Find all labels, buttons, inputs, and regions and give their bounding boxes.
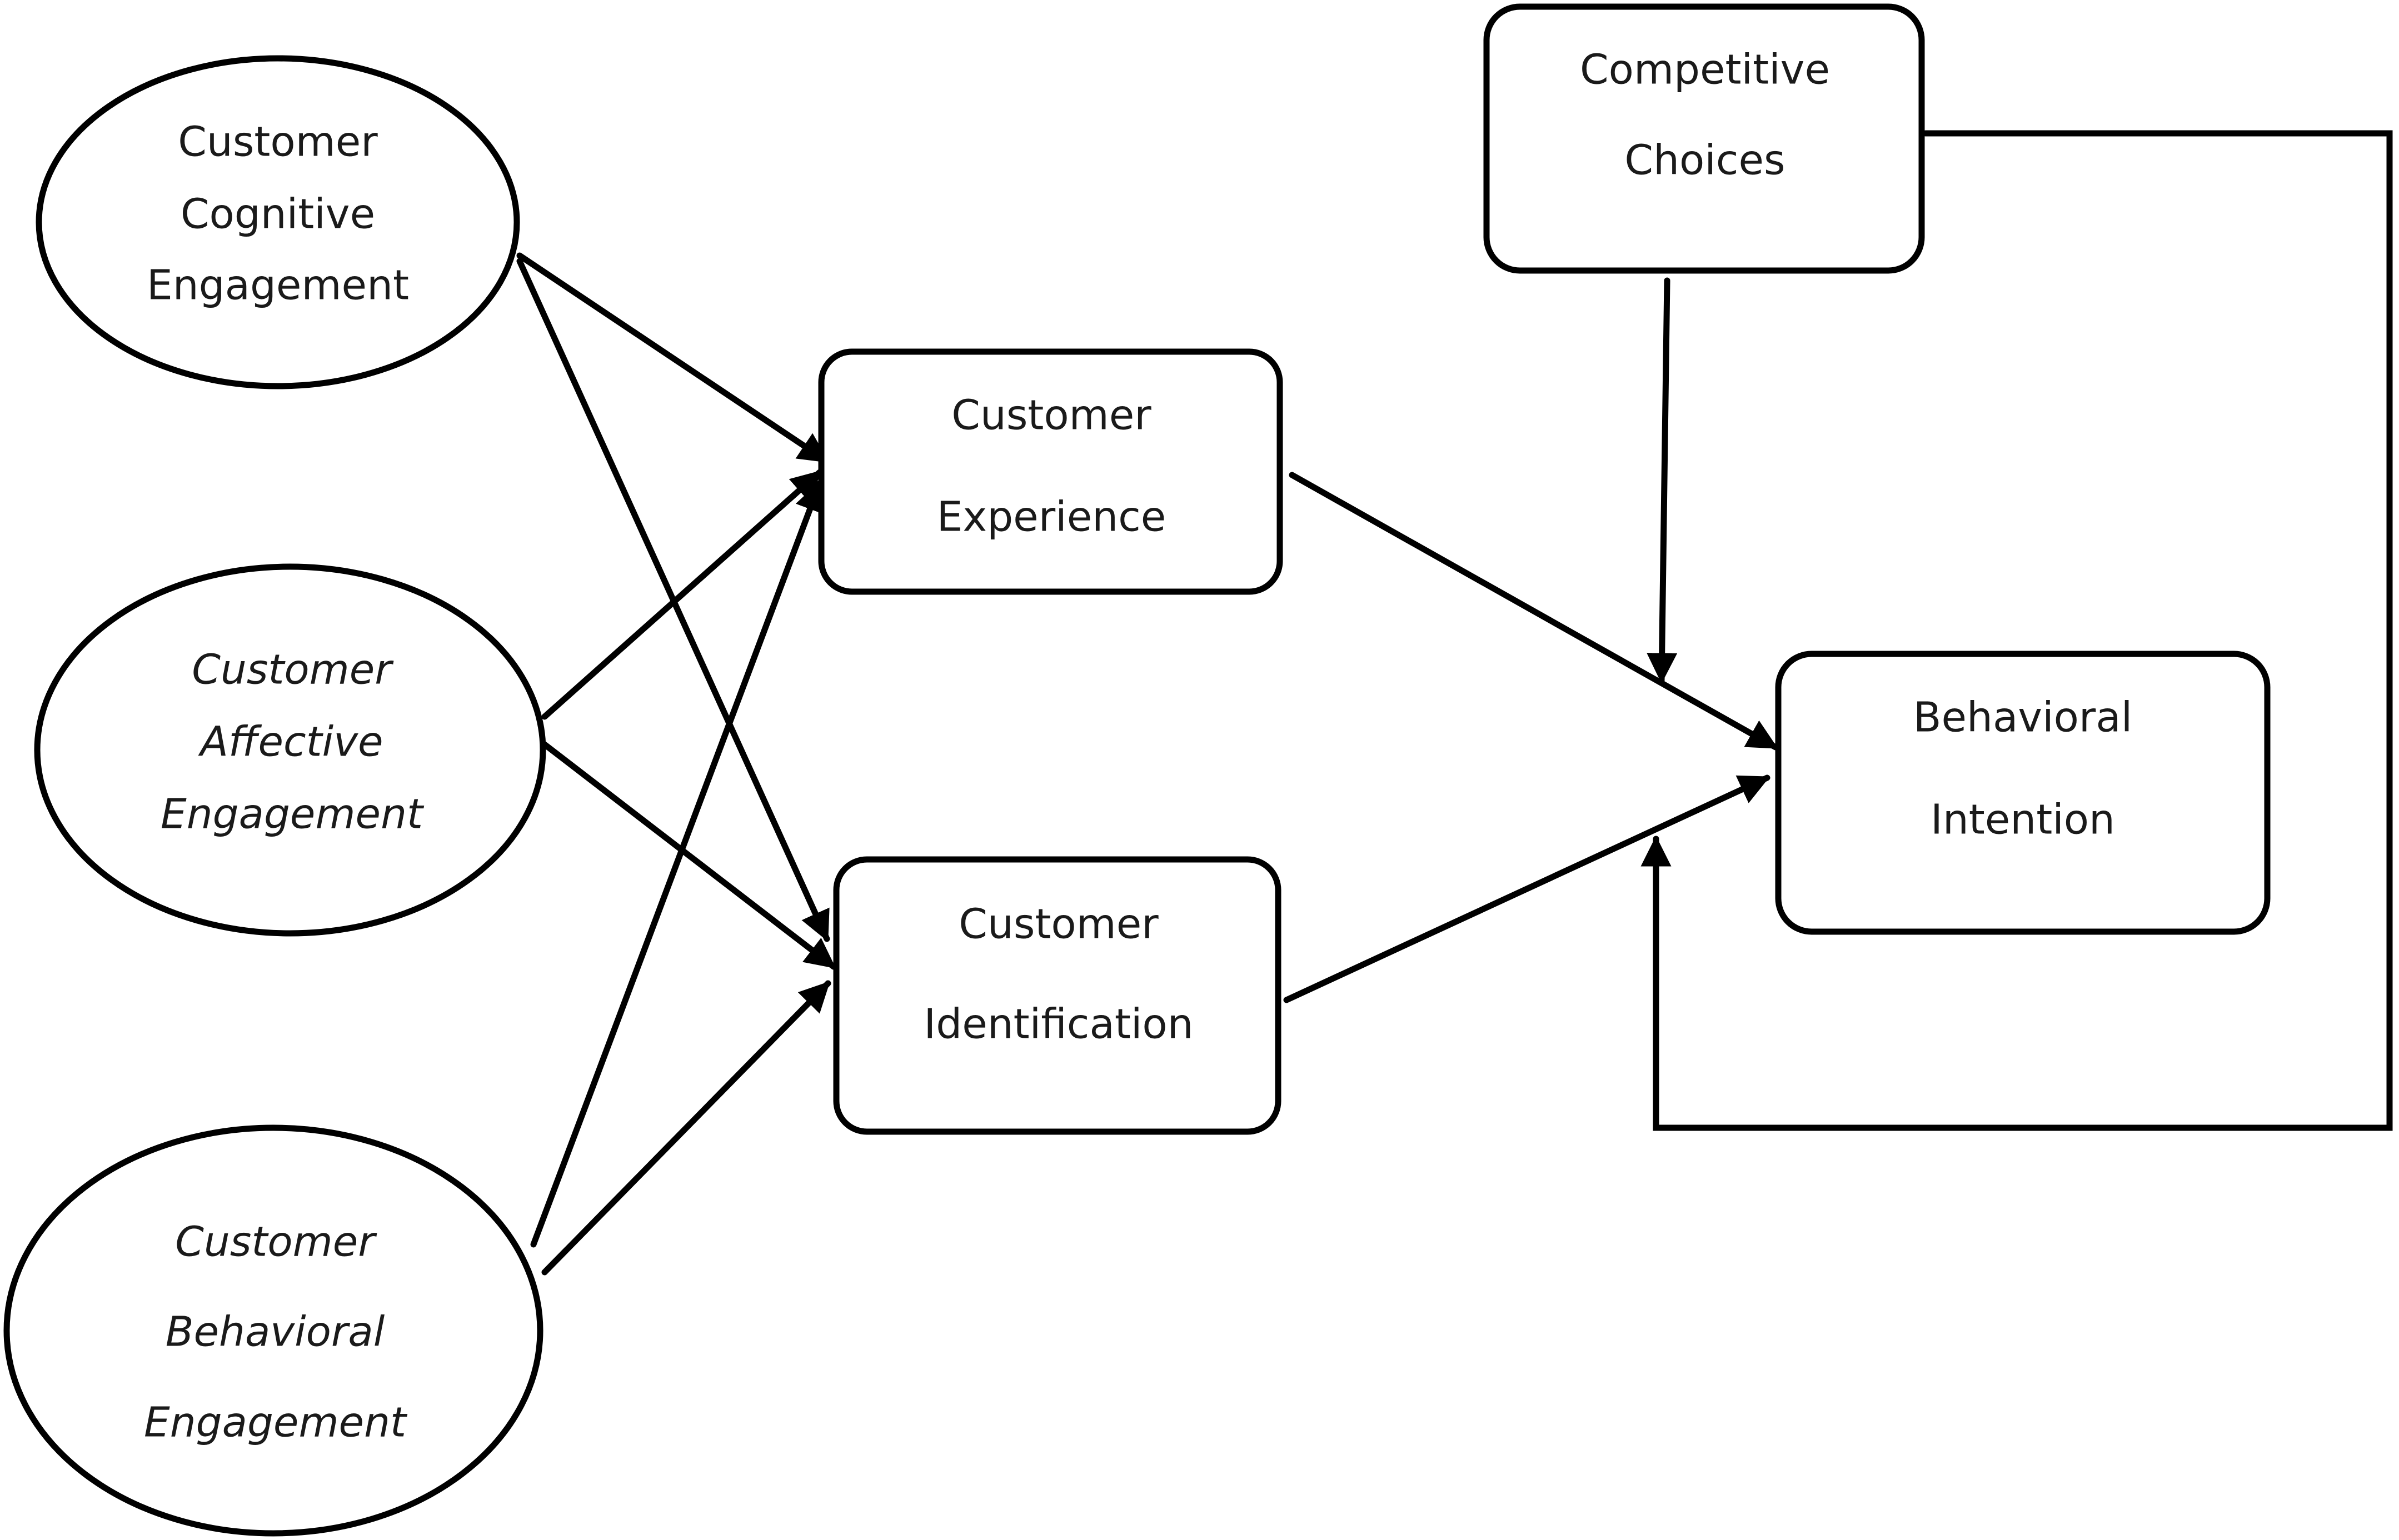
edges-group [516,130,2393,1276]
node-label-line: Customer [959,901,1159,948]
edge-behavioral-to-experience [530,480,825,1248]
node-label-line: Customer [192,646,394,694]
node-label-line: Engagement [147,262,409,309]
edge-identification-to-intention [1283,774,1770,1003]
node-label-line: Competitive [1580,46,1830,94]
node-customer-affective-engagement: Customer Affective Engagement [34,563,546,937]
node-customer-identification: Customer Identification [833,856,1281,1135]
node-label-line: Engagement [144,1399,408,1447]
node-label-line: Affective [198,718,383,766]
node-label-line: Identification [924,1001,1193,1048]
node-label-line: Intention [1931,796,2115,844]
node-competitive-choices: Competitive Choices [1483,3,1925,274]
edge-affective-to-identification [541,741,837,970]
edge-behavioral-to-identification [541,980,831,1276]
node-label-line: Customer [178,118,378,166]
node-label-line: Behavioral [166,1308,385,1356]
edge-affective-to-experience [541,469,823,720]
node-behavioral-intention: Behavioral Intention [1775,651,2271,935]
node-label-line: Choices [1624,137,1785,184]
node-customer-behavioral-engagement: Customer Behavioral Engagement [3,1124,543,1537]
edge-competitive-to-intention-direct [1647,277,1678,684]
node-label-line: Experience [937,493,1166,541]
node-customer-cognitive-engagement: Customer Cognitive Engagement [36,55,520,389]
nodes-group: Customer Cognitive Engagement Customer A… [3,3,2271,1537]
node-label-line: Customer [175,1218,377,1266]
edge-cognitive-to-experience [516,252,830,464]
edge-experience-to-intention [1289,472,1779,751]
node-customer-experience: Customer Experience [818,348,1283,595]
edge-competitive-to-intention-loop [1640,130,2393,1131]
node-label-line: Cognitive [181,191,375,238]
node-label-line: Engagement [161,791,425,838]
node-label-line: Behavioral [1913,694,2133,742]
node-label-line: Customer [951,392,1151,439]
